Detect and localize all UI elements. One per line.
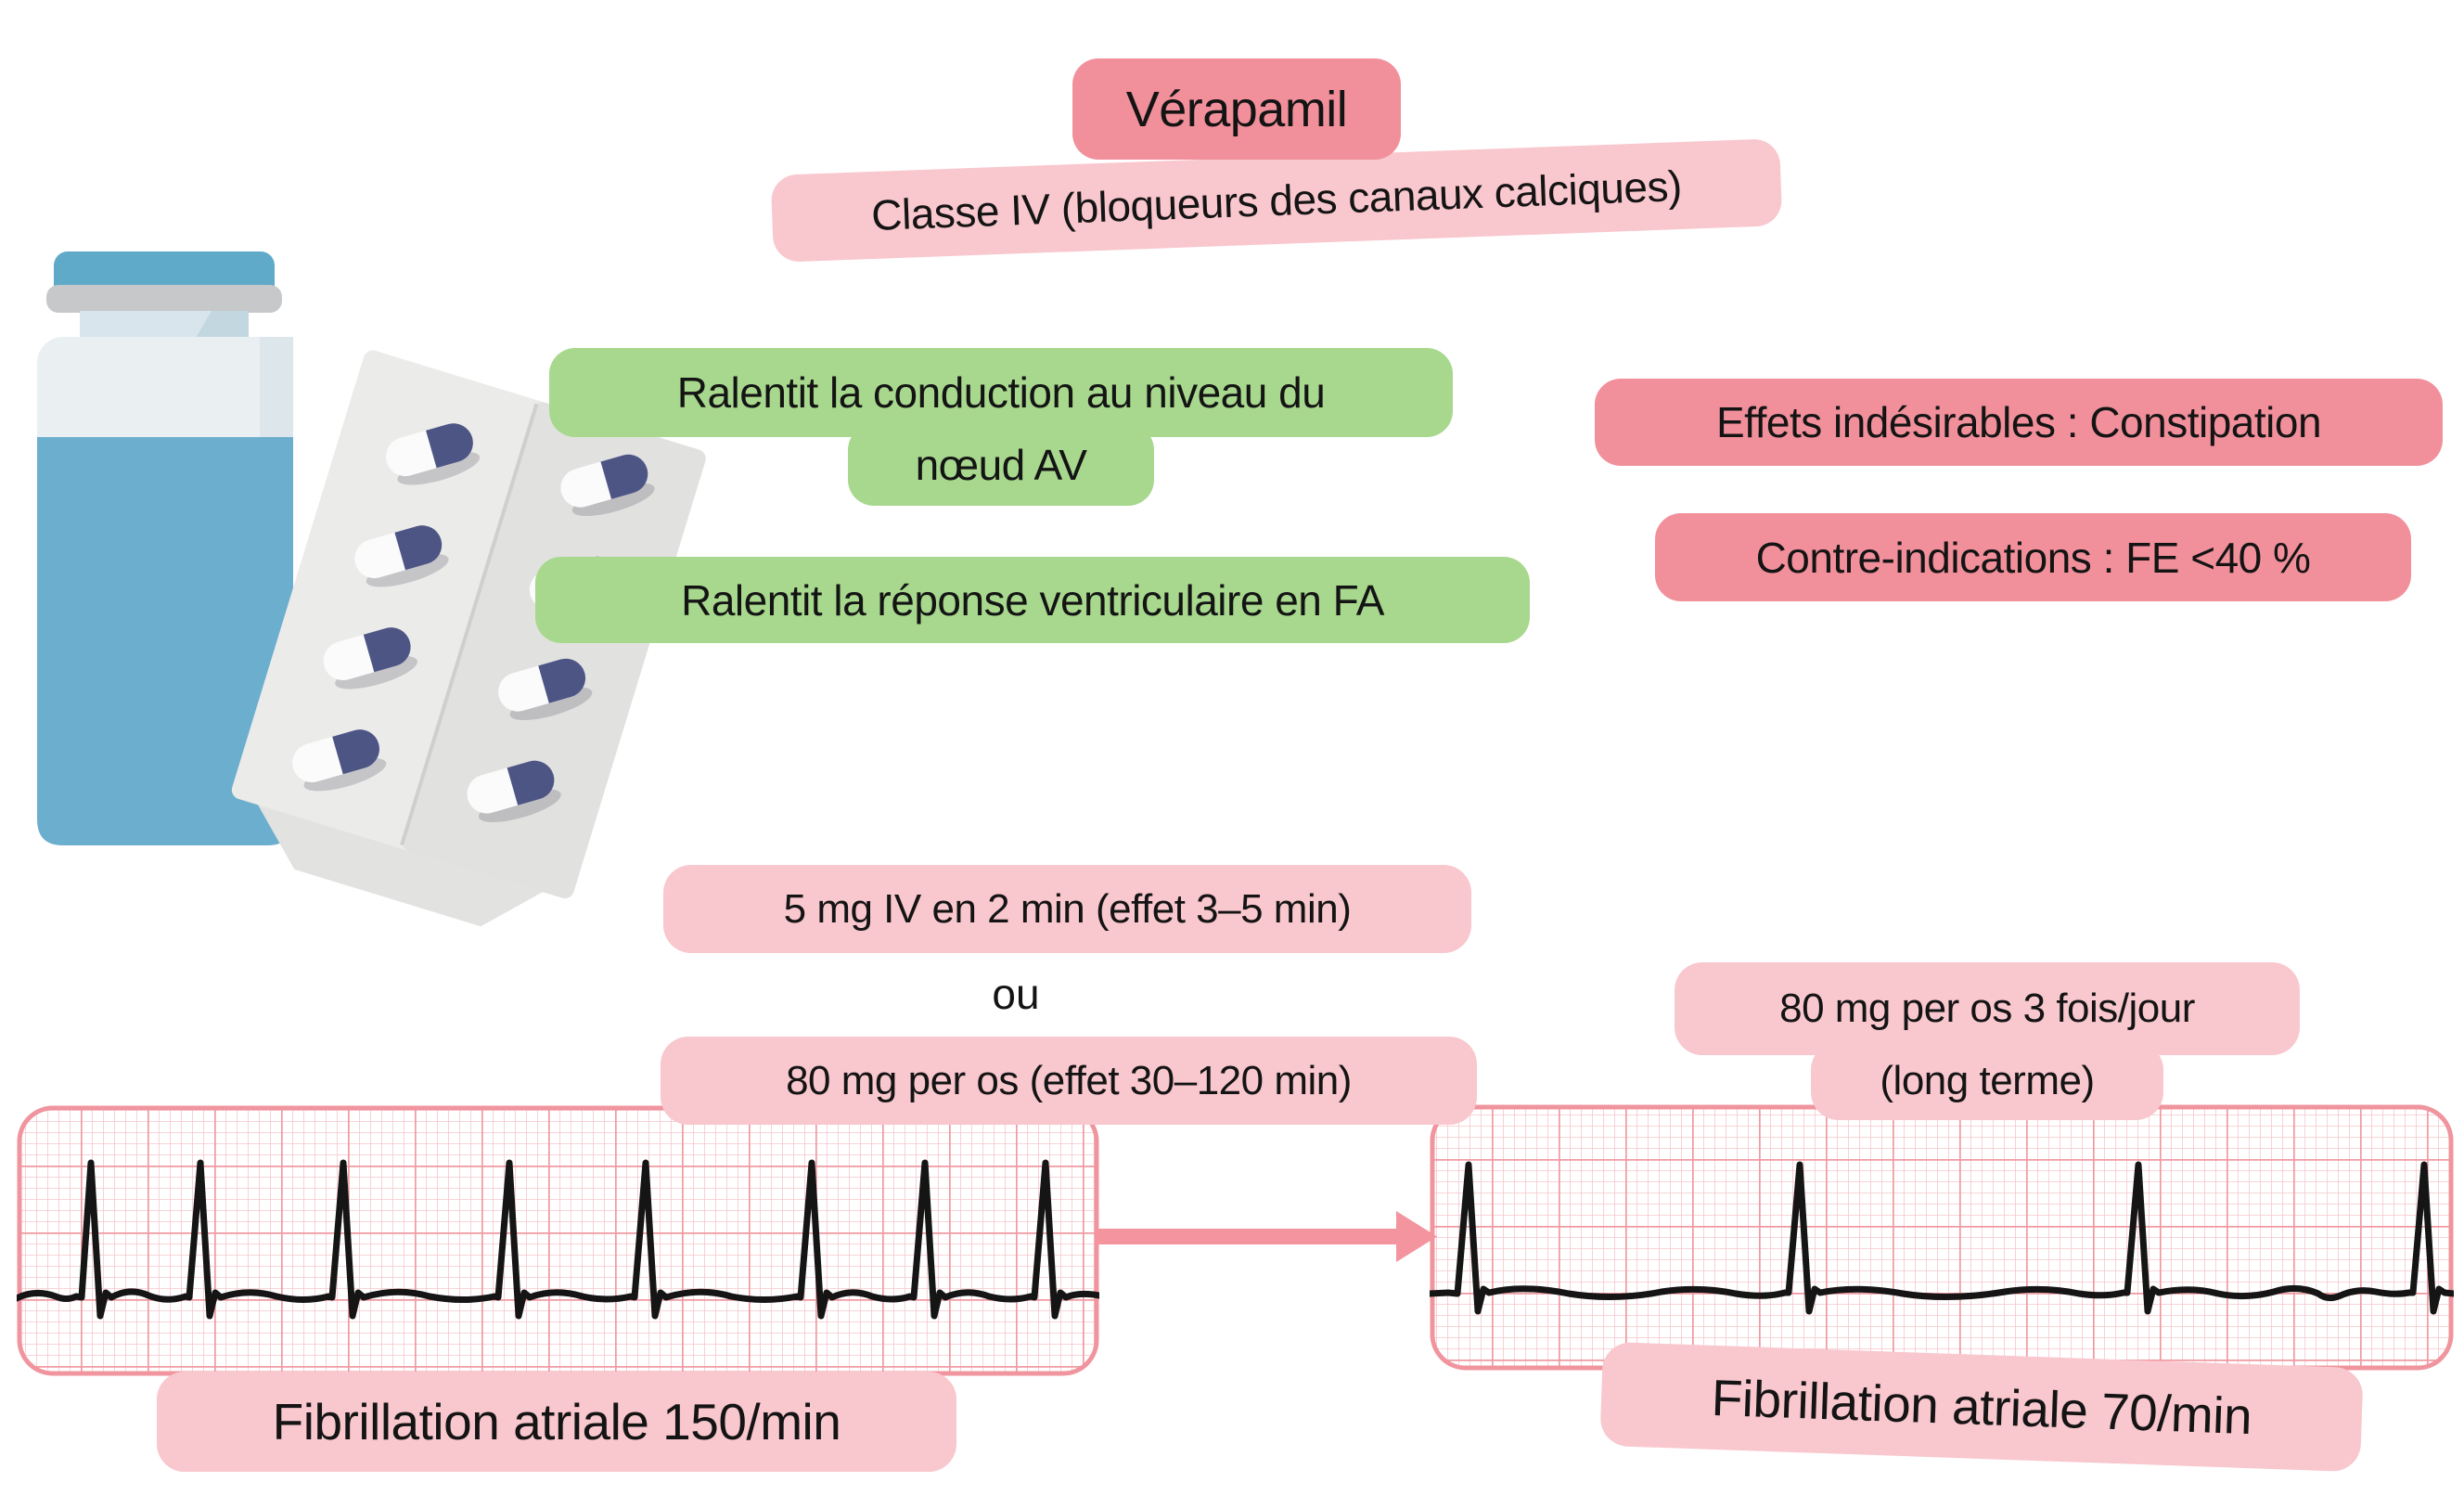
drug-class-label: Classe IV (bloqueurs des canaux calcique… xyxy=(870,161,1683,239)
pill-blister-icon xyxy=(231,350,706,927)
ecg-trace-before xyxy=(17,1159,1099,1320)
contraindications-label: Contre-indications : FE <40 % xyxy=(1755,533,2311,582)
ecg-trace-after xyxy=(1430,1161,2454,1315)
adverse-effects-label: Effets indésirables : Constipation xyxy=(1715,398,2322,446)
dose-oral-label: 80 mg per os (effet 30–120 min) xyxy=(786,1057,1352,1103)
dose-or-label: ou xyxy=(992,970,1040,1018)
transition-arrow-icon xyxy=(1095,1211,1437,1262)
ecg-after-label: Fibrillation atriale 70/min xyxy=(1710,1368,2253,1445)
drug-title-badge: Vérapamil xyxy=(1072,58,1401,160)
mechanism-ventricular-badge: Ralentit la réponse ventriculaire en FA xyxy=(535,557,1530,643)
mechanism-ventricular-label: Ralentit la réponse ventriculaire en FA xyxy=(681,575,1384,625)
mechanism-av-node-line2: nœud AV xyxy=(915,441,1087,489)
adverse-effects-badge: Effets indésirables : Constipation xyxy=(1595,379,2443,466)
dose-iv-badge: 5 mg IV en 2 min (effet 3–5 min) xyxy=(663,865,1471,953)
drug-title-label: Vérapamil xyxy=(1125,81,1348,137)
mechanism-av-node-badge: Ralentit la conduction au niveau du nœud… xyxy=(549,348,1453,506)
dose-oral-badge: 80 mg per os (effet 30–120 min) xyxy=(661,1037,1477,1125)
ecg-before-label-badge: Fibrillation atriale 150/min xyxy=(157,1372,956,1472)
dose-or-separator: ou xyxy=(960,973,1072,1015)
iv-vial-icon xyxy=(37,251,293,845)
dose-maintenance-line1: 80 mg per os 3 fois/jour xyxy=(1779,986,2195,1031)
dose-iv-label: 5 mg IV en 2 min (effet 3–5 min) xyxy=(783,885,1352,932)
mechanism-av-node-line1: Ralentit la conduction au niveau du xyxy=(676,368,1326,417)
dose-maintenance-line2: (long terme) xyxy=(1880,1058,2095,1103)
contraindications-badge: Contre-indications : FE <40 % xyxy=(1655,513,2411,601)
dose-maintenance-badge: 80 mg per os 3 fois/jour (long terme) xyxy=(1675,962,2300,1120)
ecg-before-label: Fibrillation atriale 150/min xyxy=(272,1392,841,1450)
ecg-strip-before xyxy=(17,1105,1099,1376)
ecg-strip-after xyxy=(1430,1104,2454,1371)
